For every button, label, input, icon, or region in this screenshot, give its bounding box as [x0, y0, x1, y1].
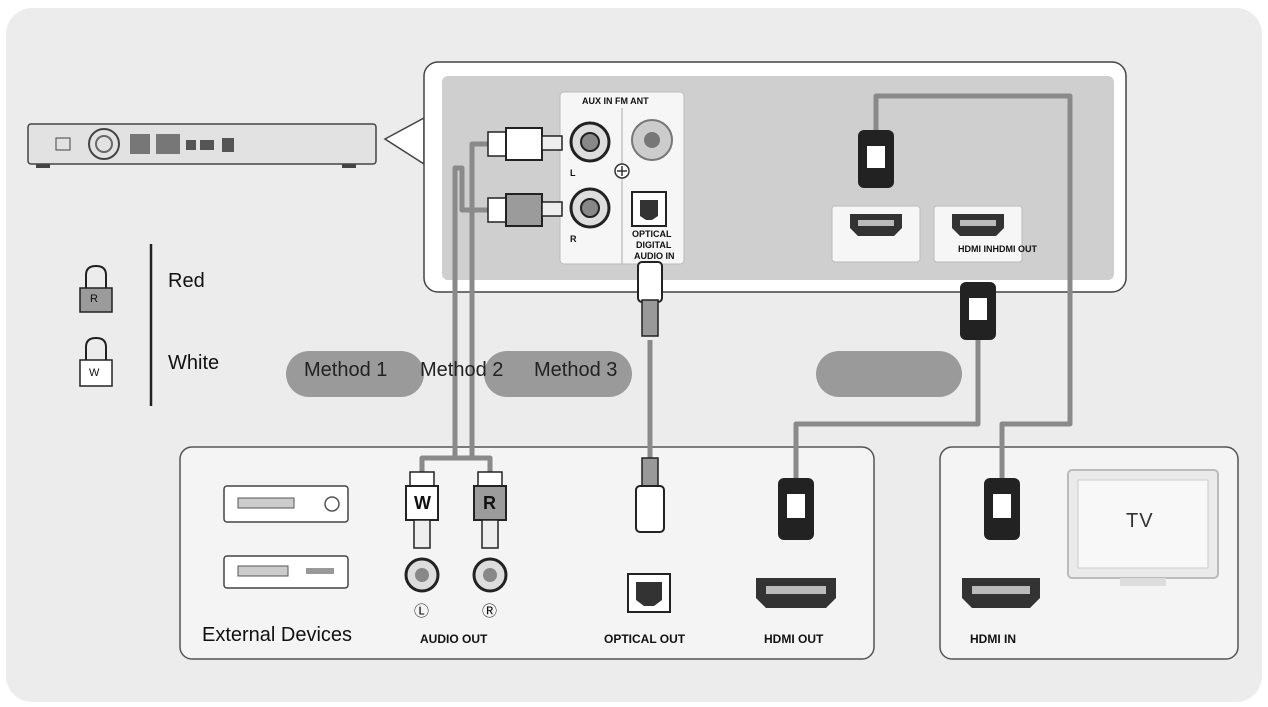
white-plug-icon [79, 336, 113, 387]
home-theater-rear-thumbnail [27, 123, 377, 168]
method-2-label: Method 2 [420, 359, 504, 381]
audio-out-left-jack [404, 557, 440, 593]
cables [419, 93, 1073, 478]
aux-right-label: R [570, 234, 577, 244]
rca-plug-red-panel [487, 193, 563, 227]
hdmi-in-label: HDMI IN [970, 632, 1016, 646]
set-top-box-icon [223, 555, 349, 589]
method-2-pill [484, 351, 632, 397]
hdmi-in-port-tv [962, 578, 1040, 608]
legend-red-label: Red [168, 270, 205, 292]
method-3-label: Method 3 [534, 359, 618, 381]
plug-w-letter: W [414, 493, 431, 513]
hdmi-out-port-panel [933, 205, 1023, 263]
optical-label-2: DIGITAL [636, 240, 672, 250]
optical-digital-audio-in-port [631, 191, 667, 227]
hdmi-cable-method3 [793, 340, 981, 478]
fm-antenna-jack [631, 119, 673, 161]
hdmi-plug-panel-down [960, 282, 996, 340]
tv-icon [1067, 469, 1219, 586]
red-plug-icon [79, 264, 113, 313]
hdmi-in-out-label: HDMI INHDMI OUT [958, 244, 1037, 254]
optical-out-port [627, 573, 671, 613]
hdmi-plug-top [858, 130, 894, 188]
external-devices-box [179, 446, 875, 660]
optical-label-3: AUDIO IN [634, 251, 675, 261]
method-3-pill [816, 351, 962, 397]
audio-out-right-jack [472, 557, 508, 593]
legend-white-label: White [168, 352, 220, 374]
aux-in-right-jack [569, 187, 611, 229]
dvd-player-icon [223, 485, 349, 523]
audio-cable-red [452, 165, 493, 474]
hdmi-plug-tv [984, 478, 1020, 540]
tv-label: TV [1126, 510, 1154, 532]
legend-white-plug-letter: W [89, 367, 100, 379]
external-devices-title: External Devices [202, 624, 353, 646]
optical-plug-device [635, 457, 665, 533]
aux-left-label: L [570, 168, 576, 178]
audio-out-label: AUDIO OUT [420, 632, 488, 646]
plug-r-letter: R [483, 493, 496, 513]
optical-out-label: OPTICAL OUT [604, 632, 686, 646]
method-1-pill [286, 351, 424, 397]
method-1-label: Method 1 [304, 359, 388, 381]
rca-plug-white-panel [487, 127, 563, 161]
hdmi-cable-tv [873, 93, 1073, 478]
optical-label-1: OPTICAL [632, 229, 672, 239]
hdmi-in-port-panel [831, 205, 921, 263]
aux-fm-ant-label: AUX IN FM ANT [582, 96, 649, 106]
ground-screw-icon [614, 163, 630, 179]
rca-plug-white-device [405, 471, 439, 549]
aux-in-left-jack [569, 121, 611, 163]
optical-plug-panel [637, 261, 663, 337]
audio-left-mark: Ⓛ [414, 603, 430, 620]
hdmi-plug-device [778, 478, 814, 540]
hdmi-out-label: HDMI OUT [764, 632, 824, 646]
rca-plug-red-device [473, 471, 507, 549]
legend-red-plug-letter: R [90, 293, 98, 305]
audio-right-mark: Ⓡ [482, 603, 498, 620]
hdmi-out-port-device [756, 578, 836, 608]
